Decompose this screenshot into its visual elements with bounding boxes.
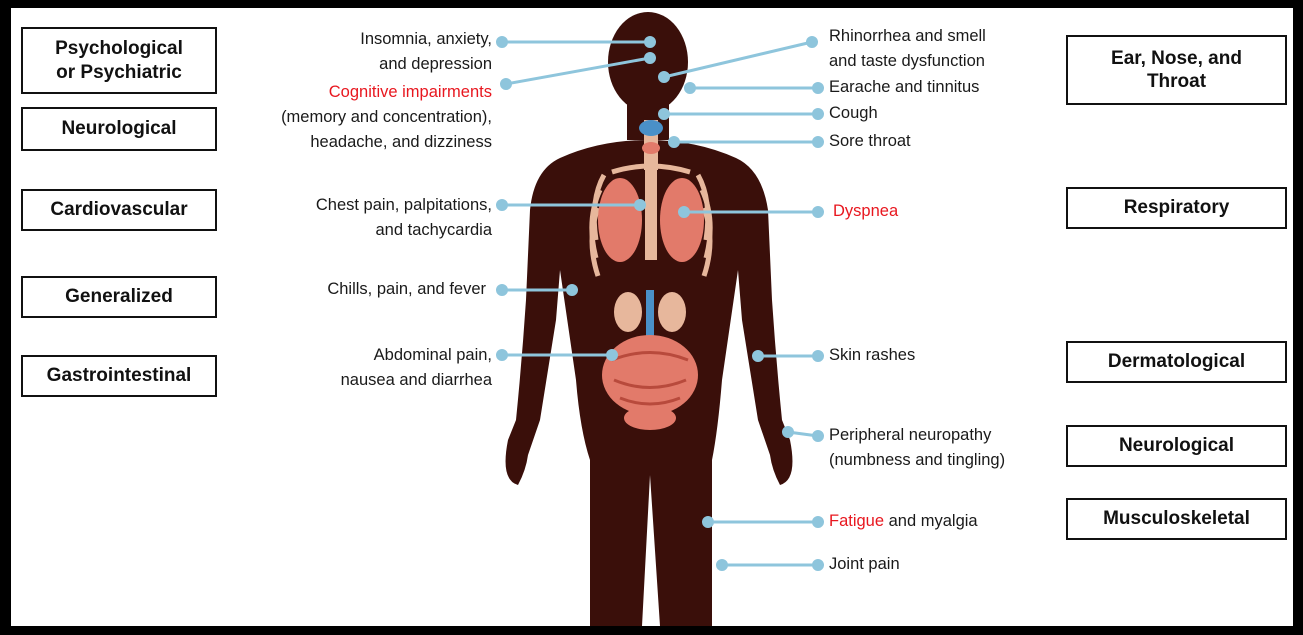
symptom-abdominal: Abdominal pain,nausea and diarrhea [341,343,492,393]
sternum [645,170,657,260]
leader-fatigue [704,518,823,527]
symptom-dyspnea: Dyspnea [833,199,898,224]
symptom-neuropathy: Peripheral neuropathy(numbness and tingl… [829,423,1005,473]
category-generalized: Generalized [21,276,217,318]
symptom-fatigue: Fatigue and myalgia [829,509,978,534]
category-neurological-left: Neurological [21,107,217,151]
symptom-sore-throat: Sore throat [829,129,911,154]
category-cardiovascular: Cardiovascular [21,189,217,231]
category-musculoskeletal: Musculoskeletal [1066,498,1287,540]
category-gastrointestinal: Gastrointestinal [21,355,217,397]
symptom-earache: Earache and tinnitus [829,75,979,100]
highlight-fatigue: Fatigue [829,512,884,530]
leader-earache [686,84,823,93]
symptom-skin: Skin rashes [829,343,915,368]
category-neurological-right: Neurological [1066,425,1287,467]
symptom-cough: Cough [829,101,878,126]
highlight-cognitive: Cognitive impairments [281,80,492,105]
category-respiratory: Respiratory [1066,187,1287,229]
symptom-insomnia: Insomnia, anxiety,and depression [360,27,492,77]
symptom-cognitive: Cognitive impairments (memory and concen… [281,80,492,154]
symptom-chills: Chills, pain, and fever [327,277,486,302]
leader-cough [660,110,823,119]
symptom-chest: Chest pain, palpitations,and tachycardia [316,193,492,243]
category-dermatological: Dermatological [1066,341,1287,383]
leader-joint [718,561,823,570]
symptom-joint: Joint pain [829,552,900,577]
